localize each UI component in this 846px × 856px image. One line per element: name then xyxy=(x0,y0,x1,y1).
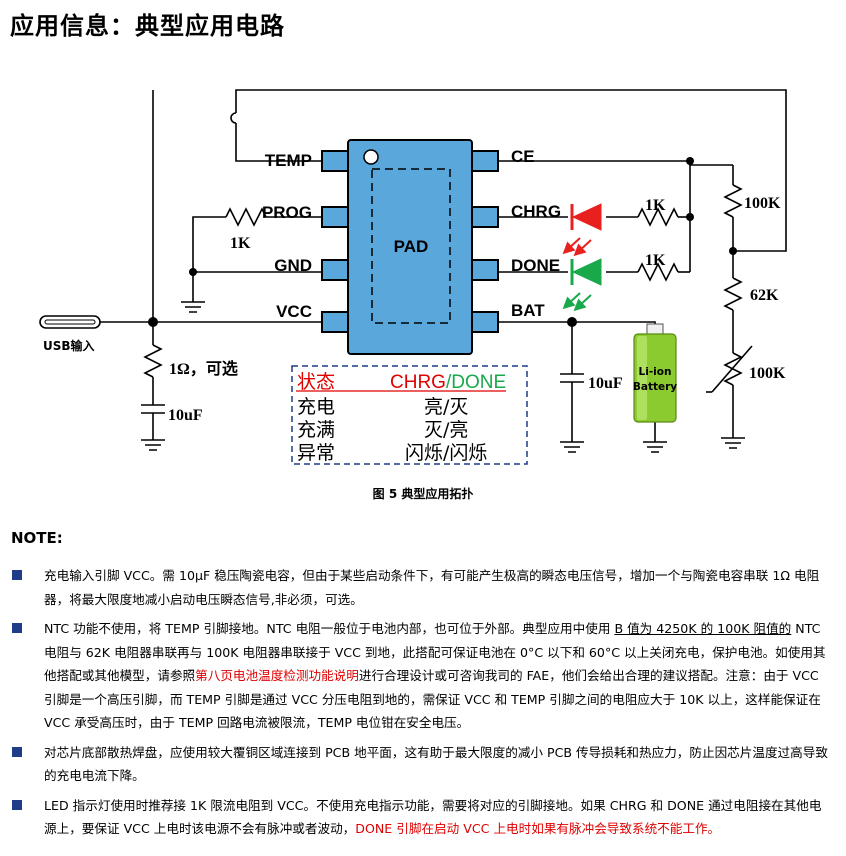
typical-application-schematic: PAD TEMP PROG GND VCC CE CHRG DONE BAT xyxy=(39,89,787,465)
table-row-value: 闪烁/闪烁 xyxy=(405,442,487,464)
usb-connector xyxy=(39,315,101,329)
note-heading: NOTE: xyxy=(11,529,63,547)
table-header-state: 状态 xyxy=(297,371,335,393)
r-input-value: 1Ω，可选 xyxy=(169,360,238,378)
chrg-led-icon xyxy=(562,203,602,257)
battery-label-1: Li-ion xyxy=(639,366,672,378)
table-row-value: 亮/灭 xyxy=(424,396,468,418)
status-table: 状态 CHRG/DONE 充电 亮/灭 充满 灭/亮 异常 闪烁/闪烁 xyxy=(291,365,528,465)
battery-label-2: Battery xyxy=(633,381,677,393)
underlined-text: B 值为 4250K 的 100K 阻值的 xyxy=(614,621,792,636)
wires xyxy=(100,89,787,453)
junctions xyxy=(148,157,737,327)
r-mid-value: 62K xyxy=(750,287,779,304)
svg-text:CHRG/DONE: CHRG/DONE xyxy=(390,372,506,393)
note-item: NTC 功能不使用，将 TEMP 引脚接地。NTC 电阻一般位于电池内部，也可位… xyxy=(12,617,832,735)
bullet-square-icon xyxy=(12,570,22,580)
note-item: LED 指示灯使用时推荐接 1K 限流电阻到 VCC。不使用充电指示功能，需要将… xyxy=(12,794,832,841)
table-row-value: 灭/亮 xyxy=(424,419,468,441)
pin-chrg: CHRG xyxy=(511,202,561,221)
r-done-value: 1K xyxy=(645,252,666,269)
pin-vcc: VCC xyxy=(276,302,312,321)
table-row-state: 充电 xyxy=(297,396,335,418)
note-item: 对芯片底部散热焊盘，应使用较大覆铜区域连接到 PCB 地平面，这有助于最大限度的… xyxy=(12,741,832,788)
pad-label: PAD xyxy=(394,237,429,256)
bullet-square-icon xyxy=(12,623,22,633)
table-header-chrg: CHRG xyxy=(390,372,446,393)
c-bat-value: 10uF xyxy=(588,375,623,392)
r-chrg-value: 1K xyxy=(645,197,666,214)
note-item: 充电输入引脚 VCC。需 10μF 稳压陶瓷电容，但由于某些启动条件下，有可能产… xyxy=(12,564,832,611)
pin-prog: PROG xyxy=(262,203,312,222)
done-led-icon xyxy=(562,258,602,312)
usb-input-label: USB输入 xyxy=(43,338,95,353)
figure-caption: 图 5 典型应用拓扑 xyxy=(372,487,474,501)
bullet-square-icon xyxy=(12,746,22,757)
r-top-value: 100K xyxy=(744,195,781,212)
r-prog-value: 1K xyxy=(230,235,251,252)
battery-icon xyxy=(633,323,677,423)
table-row-state: 异常 xyxy=(297,442,335,464)
note-list: 充电输入引脚 VCC。需 10μF 稳压陶瓷电容，但由于某些启动条件下，有可能产… xyxy=(12,564,832,847)
pin-bat: BAT xyxy=(511,301,545,320)
warning-text: DONE 引脚在启动 VCC 上电时如果有脉冲会导致系统不能工作。 xyxy=(355,821,721,836)
c-input-value: 10uF xyxy=(168,407,203,424)
table-header-done: DONE xyxy=(451,372,506,393)
pin-gnd: GND xyxy=(274,256,312,275)
page-reference-link: 第八页电池温度检测功能说明 xyxy=(195,668,359,683)
ic-chip: PAD xyxy=(347,139,473,355)
pin-ce: CE xyxy=(511,147,535,166)
ntc-value: 100K xyxy=(749,365,786,382)
thermal-pad xyxy=(371,168,451,324)
bullet-square-icon xyxy=(12,799,22,810)
page-title: 应用信息：典型应用电路 xyxy=(10,12,285,40)
pin-done: DONE xyxy=(511,256,560,275)
table-row-state: 充满 xyxy=(297,419,335,441)
table-header-sep: / xyxy=(446,372,452,393)
